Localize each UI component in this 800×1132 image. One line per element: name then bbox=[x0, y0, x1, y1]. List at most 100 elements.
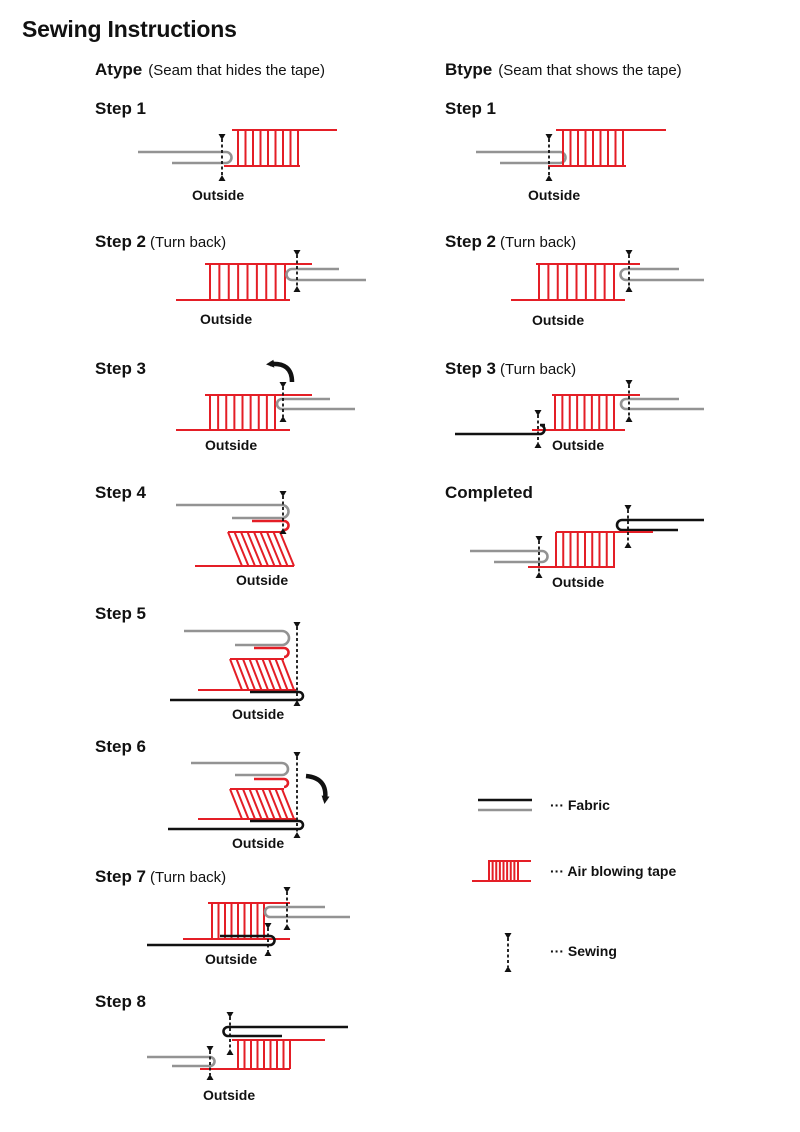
sewing-arrow-down bbox=[226, 1012, 234, 1018]
tape-bar bbox=[246, 531, 263, 567]
sewing-arrow-up bbox=[293, 832, 301, 838]
a-step-7-label: Step 7(Turn back) bbox=[95, 867, 227, 886]
a-step-8-label: Step 8 bbox=[95, 992, 147, 1011]
a-step-1-outside-label: Outside bbox=[192, 187, 245, 203]
a-step-2-label: Step 2(Turn back) bbox=[95, 232, 227, 251]
a-step-5-diagram bbox=[170, 622, 305, 706]
a-step-6-diagram bbox=[168, 752, 330, 838]
tape-bar bbox=[255, 788, 269, 820]
a-step-7-diagram bbox=[147, 887, 350, 956]
b-step-2-label: Step 2(Turn back) bbox=[445, 232, 577, 251]
tape-bar bbox=[255, 658, 269, 691]
sewing-arrow-down bbox=[545, 134, 553, 140]
sewing-arrow-up bbox=[293, 286, 301, 292]
tape-bar bbox=[253, 531, 269, 567]
tape-bar bbox=[233, 531, 250, 567]
fabric-fold bbox=[252, 519, 290, 532]
tape-bar bbox=[261, 788, 276, 820]
tape-bar bbox=[272, 531, 289, 567]
sewing-arrow-up bbox=[264, 950, 272, 956]
sewing-arrow-up bbox=[504, 966, 512, 972]
legend-tape-swatch bbox=[472, 860, 531, 882]
sewing-arrow-up bbox=[279, 528, 287, 534]
tape-bar bbox=[266, 531, 282, 567]
tape-bar bbox=[235, 658, 250, 691]
a-step-5-label: Step 5 bbox=[95, 604, 147, 623]
column-a-subtitle: (Seam that hides the tape) bbox=[148, 62, 326, 79]
a-step-2-diagram bbox=[176, 250, 366, 301]
tape-bar bbox=[259, 531, 276, 567]
fabric-fold bbox=[500, 150, 567, 165]
sewing-arrow-down bbox=[293, 752, 301, 758]
b-completed-diagram bbox=[470, 505, 704, 578]
fabric-fold bbox=[285, 267, 366, 282]
legend-tape-label: ··· Air blowing tape bbox=[550, 863, 677, 879]
fabric-fold bbox=[235, 761, 290, 777]
sewing-arrow-down bbox=[293, 250, 301, 256]
sewing-arrow-up bbox=[226, 1049, 234, 1055]
a-step-8-outside-label: Outside bbox=[203, 1087, 256, 1103]
turn-down-arrow bbox=[305, 773, 330, 804]
tape-bar bbox=[227, 531, 243, 567]
b-step-2-outside-label: Outside bbox=[532, 312, 585, 328]
fabric-fold bbox=[619, 267, 704, 282]
tape-bar bbox=[268, 788, 282, 820]
fabric-fold bbox=[232, 503, 290, 520]
tape-bar bbox=[229, 658, 243, 691]
fabric-dark-fold bbox=[147, 934, 276, 947]
a-step-3-outside-label: Outside bbox=[205, 437, 258, 453]
column-b-name: Btype bbox=[445, 60, 493, 79]
sewing-arrow-down bbox=[279, 382, 287, 388]
tape-bar bbox=[248, 658, 263, 691]
sewing-arrow-down bbox=[624, 505, 632, 511]
column-b-subtitle: (Seam that shows the tape) bbox=[498, 62, 682, 79]
fabric-dark-fold bbox=[455, 423, 546, 436]
a-step-5-outside-label: Outside bbox=[232, 706, 285, 722]
fabric-fold bbox=[275, 397, 355, 411]
b-completed-outside-label: Outside bbox=[552, 574, 605, 590]
sewing-arrow-down bbox=[625, 250, 633, 256]
b-step-3-outside-label: Outside bbox=[552, 437, 605, 453]
tape-bar bbox=[274, 658, 289, 691]
a-step-1-diagram bbox=[138, 129, 337, 181]
legend-sewing-swatch bbox=[504, 933, 512, 972]
a-step-4-label: Step 4 bbox=[95, 483, 147, 502]
legend-fabric-swatch bbox=[478, 798, 532, 812]
tape-bar bbox=[281, 788, 295, 820]
sewing-arrow-up bbox=[625, 286, 633, 292]
tape-bar bbox=[229, 788, 243, 820]
b-step-1-label: Step 1 bbox=[445, 99, 497, 118]
a-step-4-outside-label: Outside bbox=[236, 572, 289, 588]
b-step-1-outside-label: Outside bbox=[528, 187, 581, 203]
legend-sewing-label: ··· Sewing bbox=[550, 943, 617, 959]
legend-fabric-label: ··· Fabric bbox=[550, 797, 610, 813]
a-step-6-outside-label: Outside bbox=[232, 835, 285, 851]
sewing-arrow-down bbox=[283, 887, 291, 893]
a-step-8-diagram bbox=[147, 1012, 348, 1080]
a-step-4-diagram bbox=[176, 491, 295, 567]
fabric-dark-fold bbox=[170, 690, 305, 702]
b-step-3-diagram bbox=[455, 380, 704, 448]
sewing-arrow-up bbox=[624, 542, 632, 548]
a-step-7-outside-label: Outside bbox=[205, 951, 258, 967]
turn-back-arrow bbox=[266, 359, 295, 383]
tape-bar bbox=[240, 531, 256, 567]
sewing-arrow-down bbox=[218, 134, 226, 140]
a-step-1-label: Step 1 bbox=[95, 99, 147, 118]
tape-bar bbox=[248, 788, 263, 820]
b-step-3-label: Step 3(Turn back) bbox=[445, 359, 577, 378]
sewing-arrow-down bbox=[504, 933, 512, 939]
column-a-name: Atype bbox=[95, 60, 143, 79]
sewing-arrow-up bbox=[293, 700, 301, 706]
b-step-2-diagram bbox=[511, 250, 704, 301]
sewing-arrow-up bbox=[206, 1074, 214, 1080]
tape-bar bbox=[274, 788, 289, 820]
column-heading-b: Btype (Seam that shows the tape) bbox=[445, 60, 682, 80]
a-step-3-diagram bbox=[176, 359, 355, 431]
fabric-dark-fold bbox=[168, 819, 305, 831]
sewing-arrow-up bbox=[283, 924, 291, 930]
sewing-arrow-down bbox=[293, 622, 301, 628]
a-step-6-label: Step 6 bbox=[95, 737, 147, 756]
fabric-dark-fold bbox=[615, 518, 704, 532]
